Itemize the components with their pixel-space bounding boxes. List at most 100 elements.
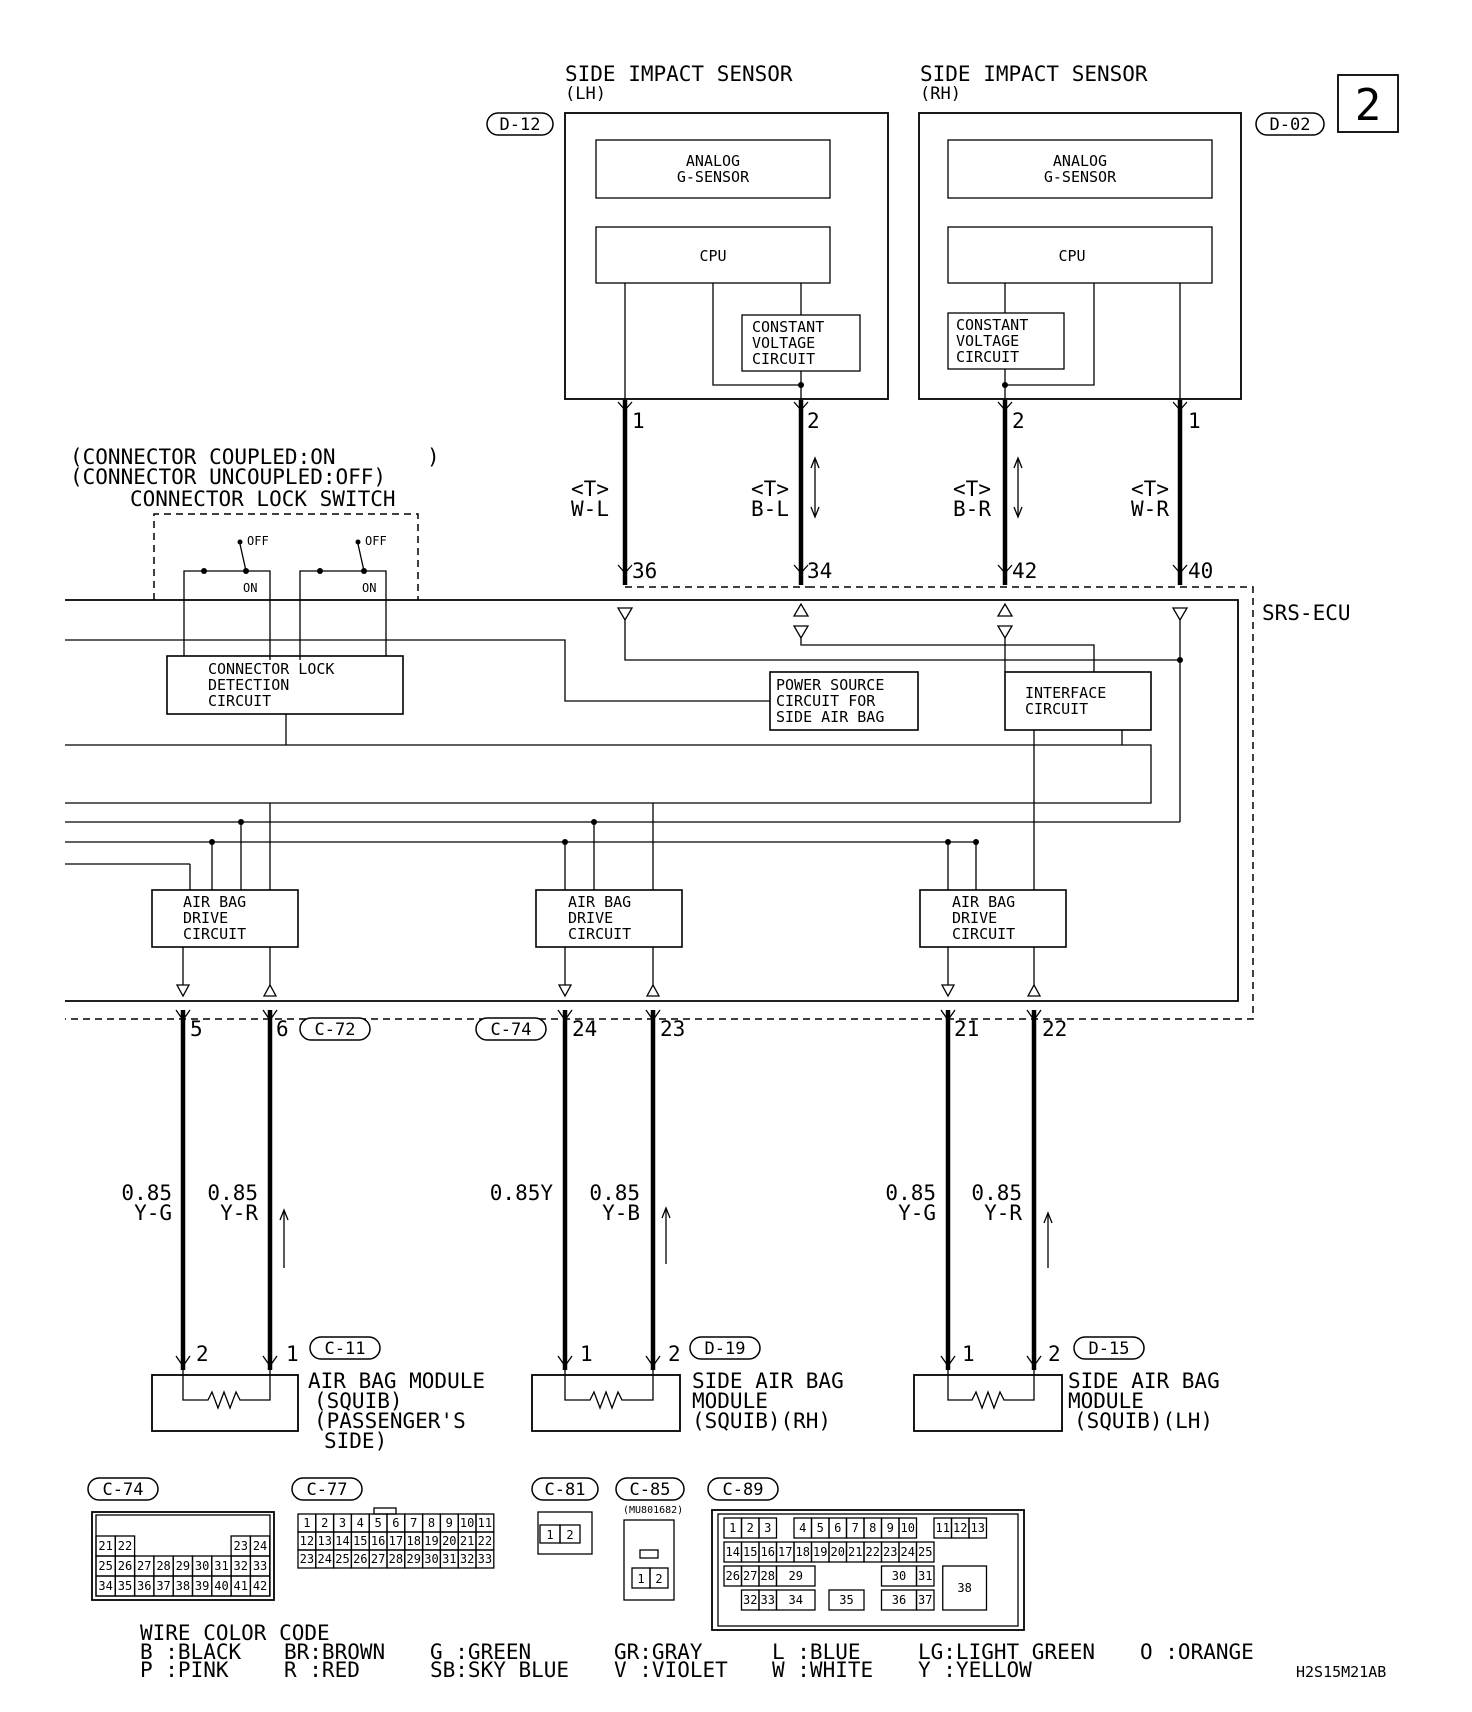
current-arrow-icon — [661, 1206, 671, 1264]
cc-o: O :ORANGE — [1140, 1640, 1254, 1664]
cc-sb: SB:SKY BLUE — [430, 1658, 569, 1682]
interface-line1: INTERFACE — [1025, 684, 1106, 702]
bidirectional-arrow-icon — [810, 456, 820, 519]
air-bag-module-passenger: 2 1 C-11 AIR BAG MODULE (SQUIB) (PASSENG… — [151, 1336, 485, 1453]
out1-wire-r-gauge: 0.85 — [207, 1181, 258, 1205]
c74-pin-42: 42 — [253, 1579, 267, 1593]
c77-pin-17: 17 — [389, 1534, 403, 1548]
c85-face-label: C-85 — [630, 1480, 671, 1500]
rh-wire-b-color: W-R — [1131, 497, 1169, 521]
c77-pin-1: 1 — [303, 1516, 310, 1530]
c89-pin-25-cell — [915, 1541, 935, 1563]
c74-pin-33: 33 — [253, 1559, 267, 1573]
out1-wire-l-gauge: 0.85 — [121, 1181, 172, 1205]
cv-lh-line1: CONSTANT — [752, 318, 824, 336]
c74-pin-29: 29 — [176, 1559, 190, 1573]
mod3-pin-r: 2 — [1048, 1342, 1061, 1366]
c89-pin-15: 15 — [743, 1545, 757, 1559]
drive1-line1: AIR BAG — [183, 893, 246, 911]
side-impact-sensor-lh: SIDE IMPACT SENSOR (LH) D-12 ANALOG G-SE… — [486, 62, 889, 400]
c89-pin-33: 33 — [761, 1593, 775, 1607]
c81-pin-1: 1 — [546, 1528, 553, 1542]
lock-switch-title: CONNECTOR LOCK SWITCH — [130, 487, 396, 511]
c77-pin-25: 25 — [335, 1552, 349, 1566]
c89-pin-20: 20 — [831, 1545, 845, 1559]
c89-pin-31: 31 — [918, 1569, 932, 1583]
out3-wire-l-gauge: 0.85 — [885, 1181, 936, 1205]
c89-pin-35-cell — [828, 1589, 865, 1611]
mod1-pin-r: 1 — [286, 1342, 299, 1366]
c81-face-label: C-81 — [545, 1480, 586, 1500]
sensor-rh-side: (RH) — [920, 84, 961, 104]
cv-lh-line2: VOLTAGE — [752, 334, 815, 352]
c89-pin-17: 17 — [778, 1545, 792, 1559]
current-arrow-icon — [1043, 1211, 1053, 1268]
sensor-rh-title: SIDE IMPACT SENSOR — [920, 62, 1148, 86]
drive3-line2: DRIVE — [952, 909, 997, 927]
rh-wire-a-color: B-R — [953, 497, 991, 521]
cc-p: P :PINK — [140, 1658, 229, 1682]
c85-part: (MU801682) — [623, 1505, 683, 1516]
svg-text:): ) — [427, 445, 440, 469]
c89-pin-9: 9 — [887, 1521, 894, 1535]
mod1-line4: SIDE) — [324, 1429, 387, 1453]
g-sensor-lh-line1: ANALOG — [686, 152, 740, 170]
c89-pin-13: 13 — [971, 1521, 985, 1535]
c89-pin-4: 4 — [799, 1521, 806, 1535]
c89-pin-19: 19 — [813, 1545, 827, 1559]
c89-pin-12: 12 — [953, 1521, 967, 1535]
out1-pin-l: 5 — [190, 1017, 203, 1041]
switch2-on: ON — [362, 581, 376, 595]
mod2-line1: SIDE AIR BAG — [692, 1369, 844, 1393]
page-number-box: 2 — [1337, 74, 1399, 133]
drive2-line2: DRIVE — [568, 909, 613, 927]
lh-pin-b: 2 — [807, 409, 820, 433]
mod2-pin-l: 1 — [580, 1342, 593, 1366]
c89-pin-8: 8 — [869, 1521, 876, 1535]
c77-pin-3: 3 — [339, 1516, 346, 1530]
c89-pin-27: 27 — [743, 1569, 757, 1583]
ecu-pin-40: 40 — [1188, 559, 1213, 583]
switch1-off: OFF — [247, 534, 269, 548]
c89-pin-26: 26 — [726, 1569, 740, 1583]
detect-line2: DETECTION — [208, 676, 289, 694]
c89-pin-3: 3 — [764, 1521, 771, 1535]
cc-y: Y :YELLOW — [918, 1658, 1032, 1682]
lh-wire-b-color: B-L — [751, 497, 789, 521]
c89-pin-22: 22 — [866, 1545, 880, 1559]
c77-pin-33: 33 — [478, 1552, 492, 1566]
c77-pin-4: 4 — [357, 1516, 364, 1530]
bidirectional-arrow-icon — [1013, 456, 1023, 519]
cv-rh-line2: VOLTAGE — [956, 332, 1019, 350]
c89-pin-24: 24 — [901, 1545, 915, 1559]
c77-pin-14: 14 — [335, 1534, 349, 1548]
c89-pin-36: 36 — [892, 1593, 906, 1607]
c77-pin-13: 13 — [317, 1534, 331, 1548]
c77-pin-15: 15 — [353, 1534, 367, 1548]
c77-pin-28: 28 — [389, 1552, 403, 1566]
srs-ecu: SRS-ECU CONNECTOR LOCK DETECTION CIRCUIT… — [65, 586, 1351, 1020]
side-air-bag-module-rh: 1 2 D-19 SIDE AIR BAG MODULE (SQUIB)(RH) — [531, 1336, 844, 1433]
lock-note-2: (CONNECTOR UNCOUPLED:OFF) — [70, 465, 386, 489]
lh-wire-b-tag: <T> — [751, 477, 789, 501]
c89-pin-18: 18 — [796, 1545, 810, 1559]
c89-pin-38-cell — [942, 1565, 988, 1611]
connector-lock-switch: (CONNECTOR COUPLED:ON ) (CONNECTOR UNCOU… — [70, 445, 440, 660]
g-sensor-rh-line1: ANALOG — [1053, 152, 1107, 170]
out1-pin-r: 6 — [276, 1017, 289, 1041]
c74-pin-22: 22 — [118, 1539, 132, 1553]
connector-d19-label: D-19 — [705, 1339, 746, 1359]
side-air-bag-module-lh: 1 2 D-15 SIDE AIR BAG MODULE (SQUIB)(LH) — [913, 1336, 1220, 1433]
rh-wire-a-tag: <T> — [953, 477, 991, 501]
c77-pin-19: 19 — [424, 1534, 438, 1548]
c77-pin-26: 26 — [353, 1552, 367, 1566]
c89-pin-37: 37 — [918, 1593, 932, 1607]
c77-pin-8: 8 — [428, 1516, 435, 1530]
connector-c81-face: C-81 1 2 — [531, 1477, 599, 1555]
g-sensor-lh-line2: G-SENSOR — [677, 168, 750, 186]
c77-pin-20: 20 — [442, 1534, 456, 1548]
out3-pin-l: 21 — [954, 1017, 979, 1041]
connector-tag-d12 — [486, 112, 554, 136]
c89-pin-37-cell — [915, 1589, 935, 1611]
sensor-wires: 1 2 2 1 <T> W-L <T> B-L <T> B-R <T> W-R … — [571, 400, 1213, 585]
